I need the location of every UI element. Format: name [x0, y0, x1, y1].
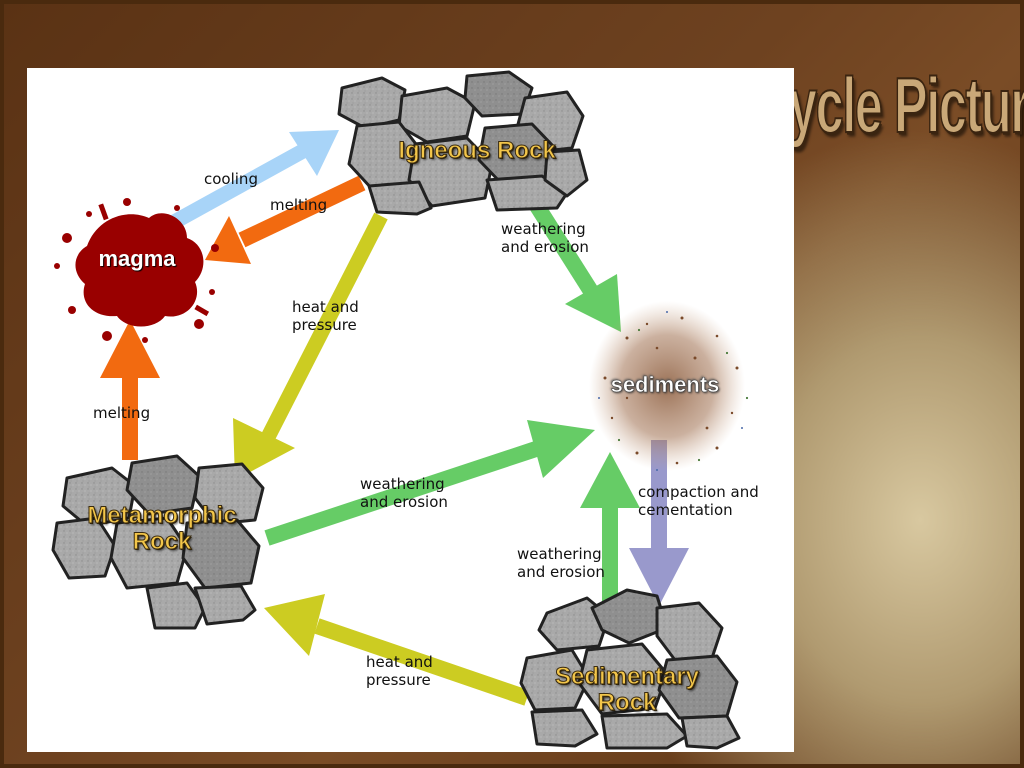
heat-pressure-label-igneous: heat and pressure	[292, 298, 359, 334]
magma-blob	[54, 198, 219, 343]
weathering-arrow-metamorphic	[264, 420, 595, 546]
weathering-label-sedimentary: weathering and erosion	[517, 545, 605, 581]
heat-pressure-label-sedimentary-line2: pressure	[366, 671, 431, 689]
weathering-label-metamorphic-line1: weathering	[360, 475, 445, 493]
metamorphic-rock-label: Metamorphic Rock	[57, 502, 267, 555]
compaction-label-line1: compaction and	[638, 483, 759, 501]
sedimentary-label-line2: Rock	[597, 689, 657, 716]
weathering-label-metamorphic-line2: and erosion	[360, 493, 448, 511]
sedimentary-rock-label: Sedimentary Rock	[522, 663, 732, 716]
igneous-rock-cluster	[337, 70, 589, 216]
melting-arrow-igneous	[205, 175, 366, 264]
compaction-label: compaction and cementation	[638, 483, 759, 519]
rock-cycle-diagram: Igneous Rock magma sediments Metamorphic…	[27, 68, 794, 752]
diagram-canvas	[51, 70, 749, 750]
heat-pressure-label-sedimentary: heat and pressure	[366, 653, 433, 689]
magma-label: magma	[98, 246, 176, 271]
weathering-label-igneous-line2: and erosion	[501, 238, 589, 256]
heat-pressure-label-igneous-line1: heat and	[292, 298, 359, 316]
igneous-rock-label: Igneous Rock	[398, 137, 556, 165]
metamorphic-rock-cluster	[51, 454, 265, 630]
heat-pressure-arrow-igneous	[233, 212, 388, 480]
weathering-arrow-igneous	[530, 201, 621, 332]
metamorphic-label-line1: Metamorphic	[87, 502, 237, 529]
cooling-arrow	[163, 130, 339, 233]
cooling-label: cooling	[204, 170, 258, 188]
heat-pressure-arrow-sedimentary	[264, 594, 530, 706]
weathering-label-metamorphic: weathering and erosion	[360, 475, 448, 511]
compaction-label-line2: cementation	[638, 501, 733, 519]
metamorphic-label-line2: Rock	[132, 528, 192, 555]
sediments-cloud	[589, 301, 749, 471]
weathering-arrow-sedimentary	[580, 452, 640, 608]
weathering-label-sedimentary-line1: weathering	[517, 545, 602, 563]
sedimentary-label-line1: Sedimentary	[554, 663, 700, 690]
heat-pressure-label-igneous-line2: pressure	[292, 316, 357, 334]
sedimentary-rock-cluster	[519, 588, 741, 750]
sediments-label: sediments	[610, 372, 720, 398]
weathering-label-sedimentary-line2: and erosion	[517, 563, 605, 581]
melting-arrow-metamorphic	[100, 320, 160, 460]
melting-label-metamorphic: melting	[93, 404, 151, 422]
heat-pressure-label-sedimentary-line1: heat and	[366, 653, 433, 671]
weathering-label-igneous-line1: weathering	[501, 220, 586, 238]
melting-label-igneous: melting	[270, 196, 328, 214]
weathering-label-igneous: weathering and erosion	[501, 220, 589, 256]
